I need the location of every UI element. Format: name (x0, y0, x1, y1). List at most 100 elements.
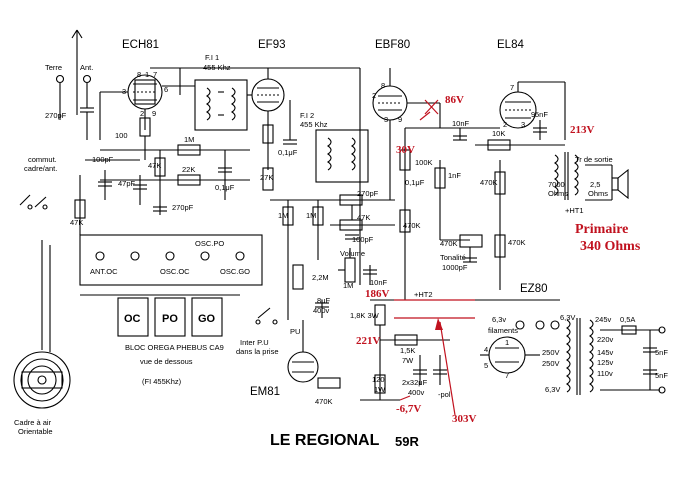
label-r27k: 27K (260, 173, 273, 182)
label-cadre-sub: Orientable (18, 427, 53, 436)
pin-el84-7: 7 (510, 83, 514, 92)
antenna-terminal (82, 74, 92, 84)
label-pol: -pol (438, 390, 451, 399)
label-r47k-1: 47K (148, 161, 161, 170)
pin-ech81-1: 1 (145, 70, 149, 79)
label-c01uf-3: 0,1μF (405, 178, 425, 187)
label-c10nf-1: 10nF (370, 278, 388, 287)
antenna-symbol (71, 29, 83, 115)
tube-ef93 (251, 78, 285, 112)
label-r47k-2: 47K (70, 218, 83, 227)
primary-label: Primaire (575, 222, 628, 237)
label-commut-sub: cadre/ant. (24, 164, 57, 173)
pin-ech81-8: 8 (137, 70, 141, 79)
label-inter-pu: Inter P.U (240, 338, 269, 347)
label-spk-ohms: 2,5 (590, 180, 600, 189)
tube-label-em81: EM81 (250, 386, 280, 398)
label-r470k-4: 470K (440, 239, 458, 248)
label-245v: 245v (595, 315, 612, 324)
tube-label-ez80: EZ80 (520, 283, 548, 295)
label-ht2: +HT2 (414, 290, 433, 299)
if-transformer-2 (315, 129, 369, 183)
schematic-model: 59R (395, 434, 419, 449)
label-osc-go: OSC.GO (220, 267, 250, 276)
pin-el84-2: 2 (503, 120, 507, 129)
label-6-3v-2: 6,3V (560, 313, 575, 322)
pin-ez80-1: 1 (505, 338, 509, 347)
tube-label-ech81: ECH81 (122, 39, 159, 51)
label-fi2-freq: 455 Khz (300, 120, 328, 129)
label-bloc-fi: (FI 455Khz) (142, 377, 182, 386)
voltage-30v: 30V (396, 144, 415, 156)
label-c01uf-1: 0,1μF (215, 183, 235, 192)
pin-ez80-5: 5 (484, 361, 488, 370)
pin-ebf80-8: 8 (381, 81, 385, 90)
label-fuse: 0,5A (620, 315, 635, 324)
output-transformer (554, 152, 579, 200)
label-btn-po: PO (162, 313, 178, 325)
label-c2x32uf: 2x32μF (402, 378, 428, 387)
label-250v-2: 250V (542, 359, 560, 368)
if-transformer-1 (194, 79, 248, 131)
label-r10k: 10K (492, 129, 505, 138)
label-c270pf-2: 270pF (172, 203, 194, 212)
label-cadre: Cadre à air (14, 418, 52, 427)
label-ht1: +HT1 (565, 206, 584, 215)
label-110v: 110v (597, 369, 613, 378)
label-c1nf: 1nF (448, 171, 461, 180)
band-button-po (154, 297, 186, 337)
pin-el84-9: 9 (531, 110, 535, 119)
label-tr-sortie: Tr de sortie (575, 155, 613, 164)
label-r1m-3: 1M (306, 211, 316, 220)
voltage-186v: 186V (365, 288, 390, 300)
label-r470k-2: 470K (480, 178, 498, 187)
pin-ez80-4: 4 (484, 345, 488, 354)
label-c270pf-3: 270pF (357, 189, 379, 198)
label-btn-go: GO (198, 313, 216, 325)
label-c8uf: 8μF (317, 296, 330, 305)
pin-ech81-3: 3 (122, 87, 126, 96)
voltage-213v: 213V (570, 124, 595, 136)
label-terre: Terre (45, 63, 62, 72)
label-r100: 100 (115, 131, 128, 140)
tube-label-el84: EL84 (497, 39, 524, 51)
label-c100pf-1: 100pF (92, 155, 114, 164)
label-145v: 145v (597, 348, 614, 357)
label-r1m-2: 1M (278, 211, 288, 220)
label-7000-ohms: Ohms (548, 189, 568, 198)
pin-ebf80-3: 3 (384, 115, 388, 124)
label-125v: 125v (597, 358, 614, 367)
label-c100pf-2: 100pF (352, 235, 374, 244)
pickup-switch (255, 307, 278, 325)
label-r100k: 100K (415, 158, 433, 167)
volume-potentiometer (338, 248, 356, 283)
label-tonalite-cap: 1000pF (442, 263, 468, 272)
label-c47pf: 47pF (118, 179, 136, 188)
ground-terminal (55, 74, 65, 120)
label-6-3v-1: 6,3v (492, 315, 506, 324)
label-filaments: filaments (488, 326, 518, 335)
label-btn-oc: OC (124, 313, 141, 325)
label-c2x32uf-volt: 400v (408, 388, 425, 397)
label-fi2: F.I 2 (300, 111, 314, 120)
label-r22k: 22K (182, 165, 195, 174)
label-bloc-view: vue de dessous (140, 357, 193, 366)
label-c5nf-3: 5nF (655, 371, 668, 380)
label-r1m-4: 1M (343, 281, 353, 290)
label-r2-2m: 2,2M (312, 273, 329, 282)
label-pu: PU (290, 327, 300, 336)
label-r120: 120 (372, 375, 385, 384)
label-ant: Ant. (80, 63, 93, 72)
label-7000: 7000 (548, 180, 565, 189)
band-button-go (191, 297, 223, 337)
pin-ech81-2: 2 (140, 109, 144, 118)
pin-ech81-7: 7 (153, 70, 157, 79)
schematic-title: LE REGIONAL (270, 432, 380, 449)
label-c270pf-1: 270pF (45, 111, 67, 120)
mains-transformer (566, 318, 594, 395)
antenna-frame-switch (19, 194, 48, 210)
label-spk-ohms-unit: Ohms (588, 189, 608, 198)
label-fi1: F.I 1 (205, 53, 219, 62)
